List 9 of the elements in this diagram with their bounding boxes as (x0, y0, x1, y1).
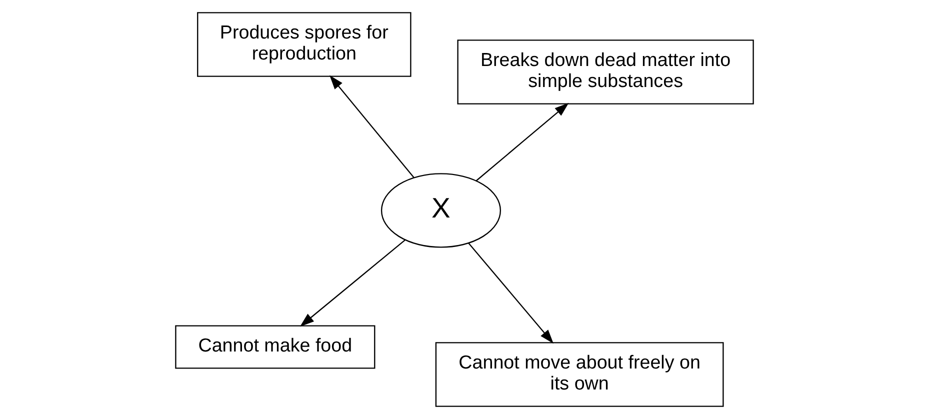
node-box: Cannot make food (175, 325, 376, 369)
node-box: Breaks down dead matter into simple substances (457, 40, 754, 104)
node-box: Cannot move about freely on its own (435, 342, 724, 407)
arrow (330, 75, 414, 178)
arrow (476, 102, 569, 182)
arrow (468, 242, 554, 344)
node-ellipse: X (380, 173, 502, 248)
arrow (300, 240, 406, 327)
node-box: Produces spores for reproduction (197, 12, 412, 77)
